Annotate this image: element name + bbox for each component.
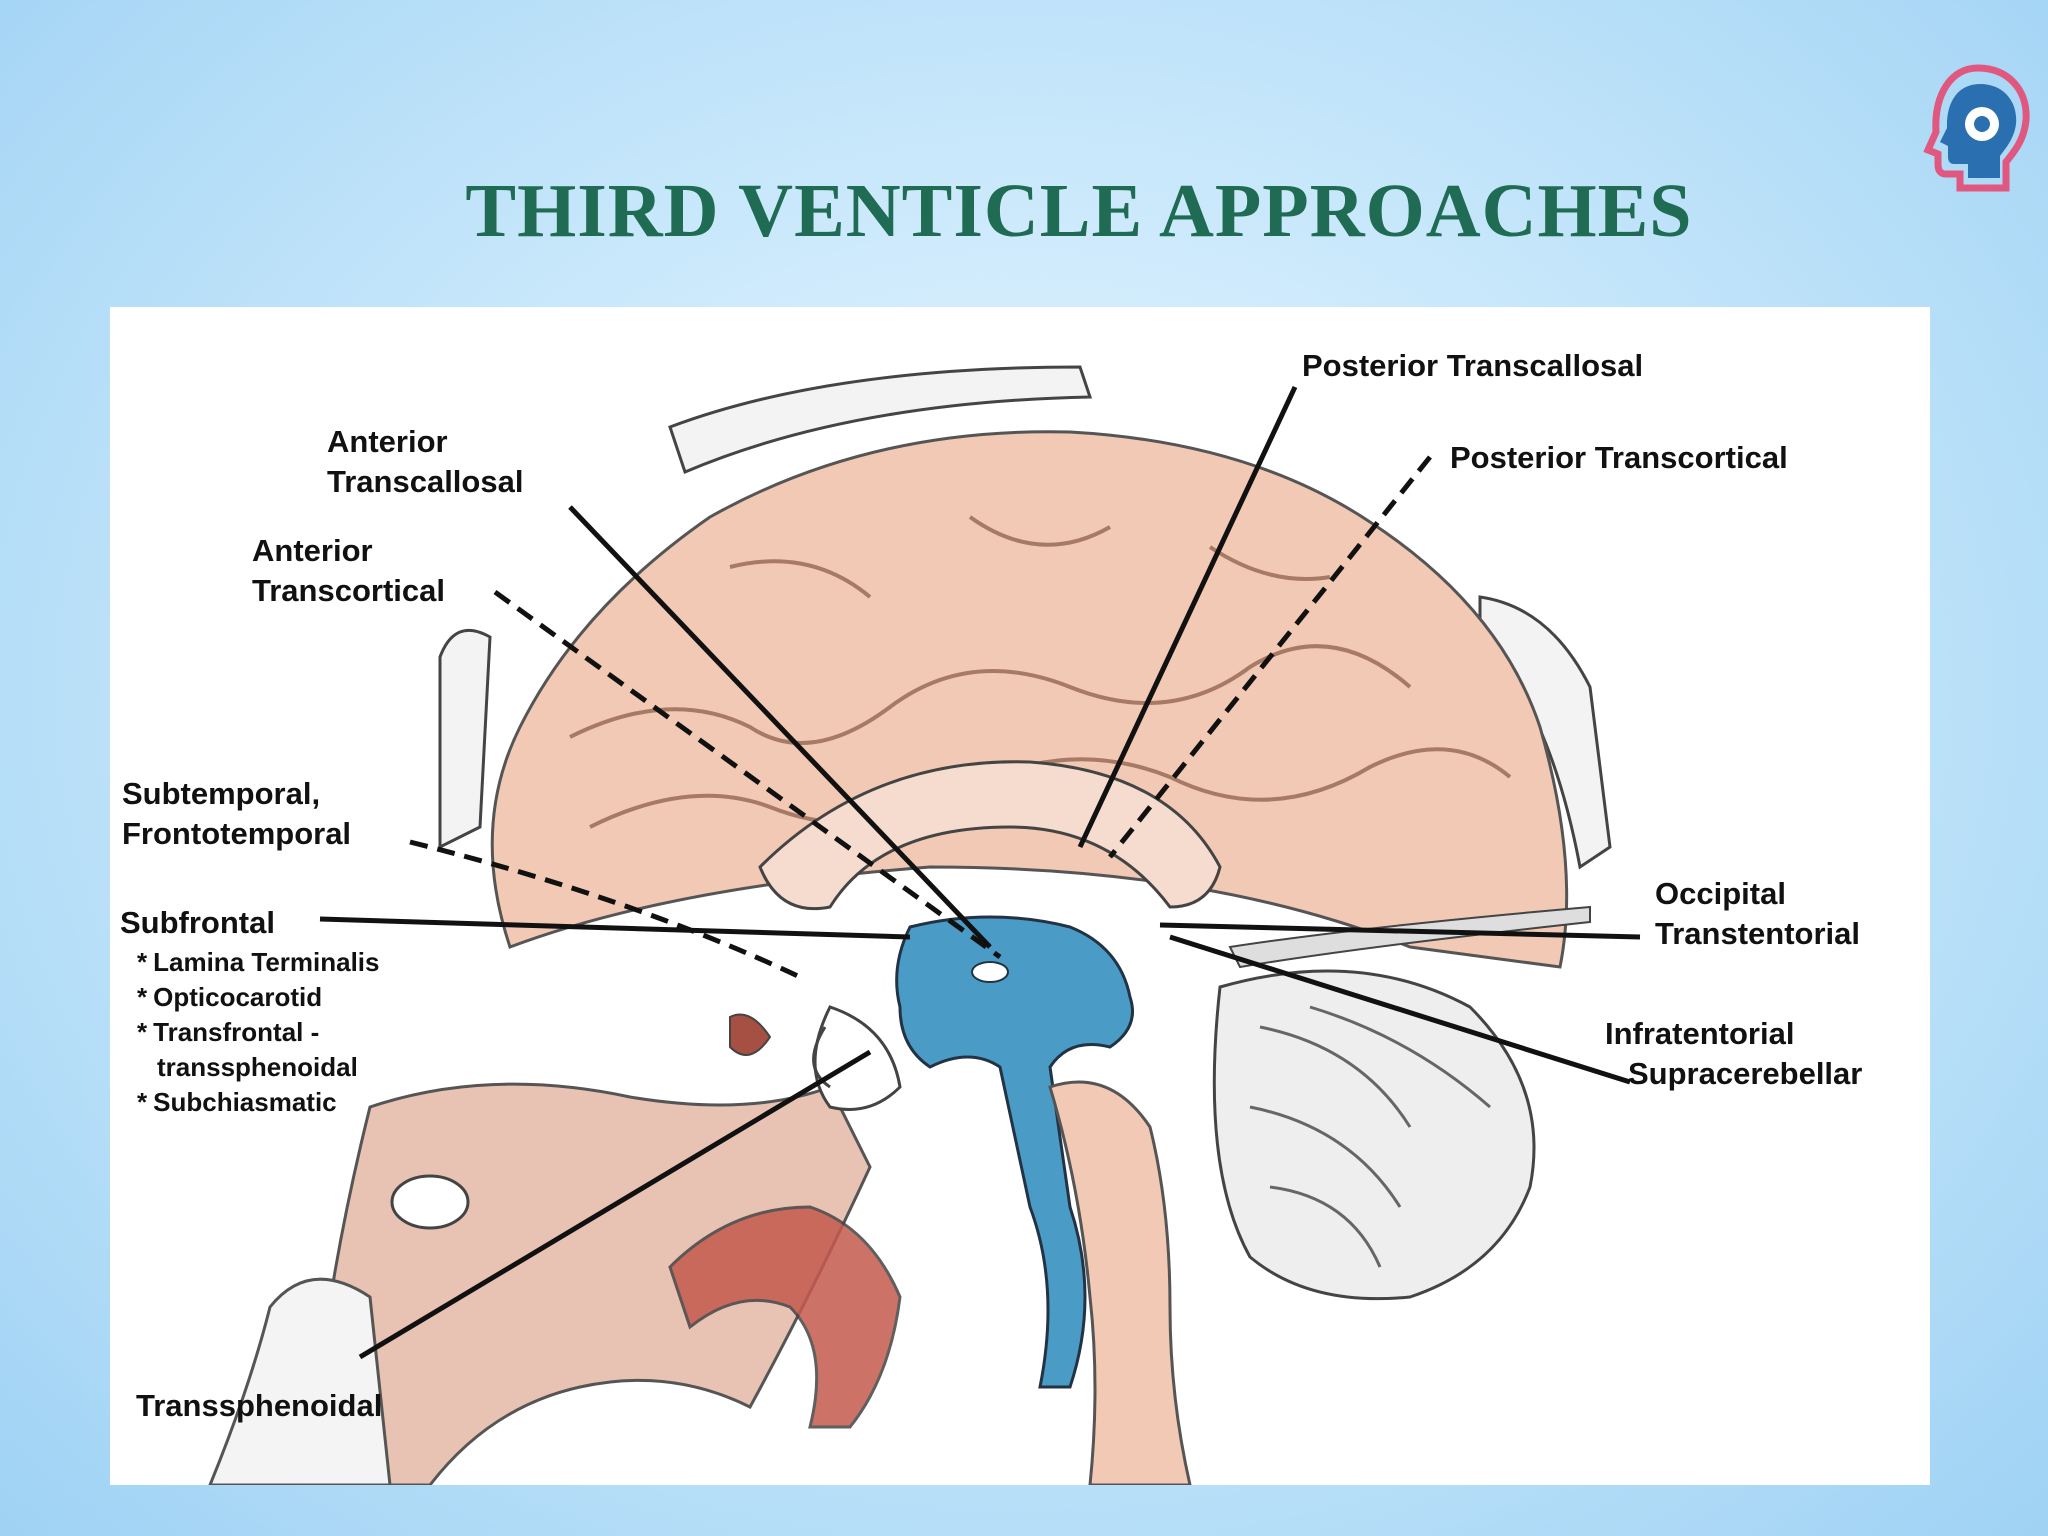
logo <box>1920 62 2032 192</box>
label-subfrontal: Subfrontal <box>120 905 275 940</box>
label-anterior-transcallosal-line2: Transcallosal <box>327 464 524 499</box>
label-anterior-transcortical-line2: Transcortical <box>252 573 445 608</box>
list-item: *Transfrontal - <box>137 1017 320 1047</box>
label-infratentorial-line2: Supracerebellar <box>1628 1056 1863 1091</box>
list-item: *Subchiasmatic <box>137 1087 337 1117</box>
label-anterior-transcallosal-line1: Anterior <box>327 424 448 459</box>
label-infratentorial-line1: Infratentorial <box>1605 1016 1795 1051</box>
label-occipital-line1: Occipital <box>1655 876 1786 911</box>
subfrontal-approach-list: *Lamina Terminalis *Opticocarotid *Trans… <box>137 945 380 1120</box>
label-anterior-transcortical-line1: Anterior <box>252 533 373 568</box>
slide-title: THIRD VENTICLE APPROACHES <box>465 169 1693 253</box>
list-item: *Opticocarotid <box>137 982 323 1012</box>
label-posterior-transcallosal: Posterior Transcallosal <box>1302 348 1644 383</box>
label-posterior-transcortical: Posterior Transcortical <box>1450 440 1788 475</box>
anatomy-figure: Posterior Transcallosal Posterior Transc… <box>110 307 1930 1485</box>
list-item: *Lamina Terminalis <box>137 947 380 977</box>
label-subtemporal-line1: Subtemporal, <box>122 776 321 811</box>
label-transsphenoidal: Transsphenoidal <box>136 1388 383 1423</box>
head-profile-icon <box>1923 64 2030 192</box>
brain-sagittal-illustration <box>208 365 1641 1485</box>
list-item: transsphenoidal <box>157 1052 358 1082</box>
label-occipital-line2: Transtentorial <box>1655 916 1860 951</box>
label-subtemporal-line2: Frontotemporal <box>122 816 352 851</box>
